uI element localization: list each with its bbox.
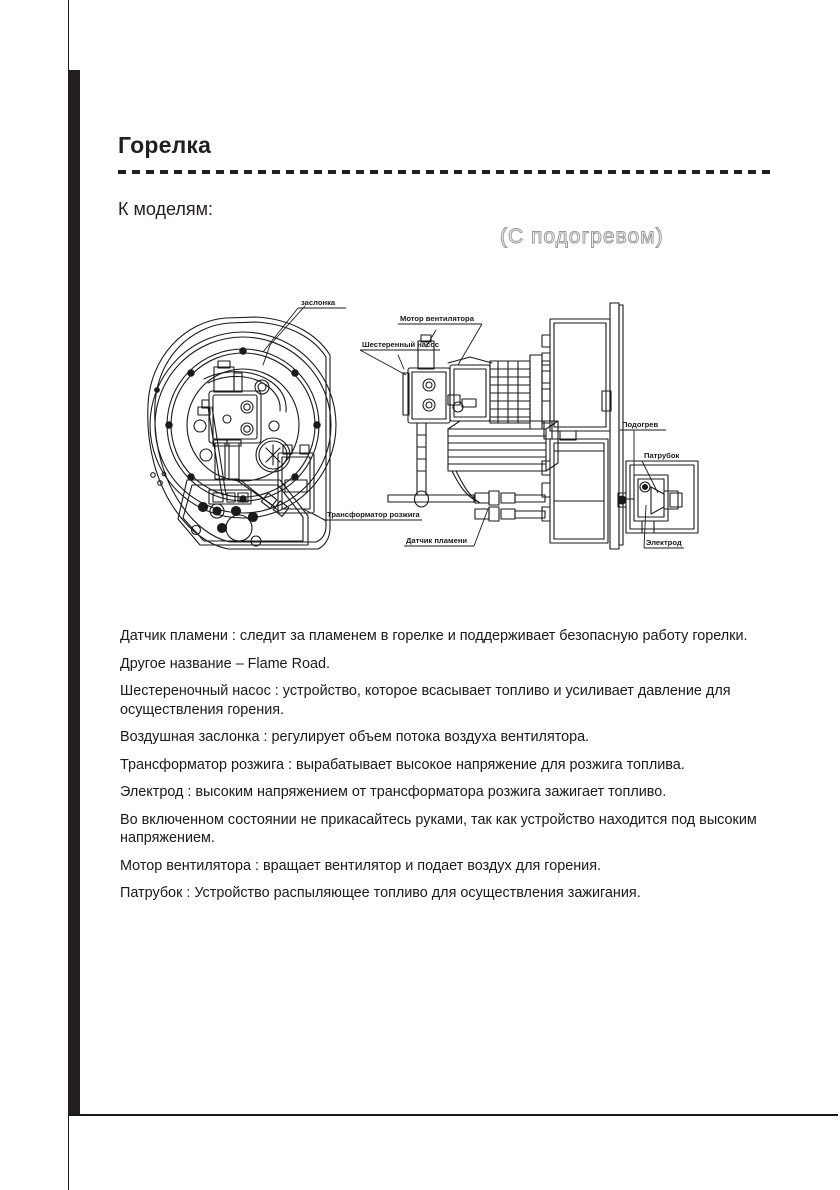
svg-text:Трансформатор розжига: Трансформатор розжига (327, 510, 421, 519)
description-paragraph: Патрубок : Устройство распыляющее топлив… (120, 885, 641, 901)
description-paragraph: Электрод : высоким напряжением от трансф… (120, 784, 667, 800)
description-paragraph: Шестереночный насос : устройство, которо… (120, 683, 731, 718)
description-paragraph: Трансформатор розжига : вырабатывает выс… (120, 756, 685, 773)
variant-note-outline-text: (С подогревом) (500, 225, 664, 249)
svg-text:заслонка: заслонка (301, 298, 336, 307)
models-subtitle: К моделям: (118, 199, 214, 219)
figure-label-ignition-transformer: Трансформатор розжига (302, 508, 422, 521)
svg-text:Шестеренный насос: Шестеренный насос (362, 340, 439, 349)
figure-label-preheater: Подогрев (620, 420, 666, 485)
page-left-black-bar (68, 70, 80, 1115)
svg-text:Патрубок: Патрубок (644, 451, 679, 460)
page-title: Горелка (118, 132, 212, 158)
burner-technical-diagram: заслонка Мотор вентилятора Шестеренный н… (130, 295, 710, 585)
description-paragraph: Во включенном состоянии не прикасайтесь … (120, 811, 757, 847)
description-list: Датчик пламени : следит за пламенем в го… (120, 627, 780, 912)
description-paragraph: Датчик пламени : следит за пламенем в го… (120, 628, 748, 644)
figure-label-damper: заслонка (262, 298, 346, 353)
figure-label-fan-motor: Мотор вентилятора (398, 314, 483, 366)
figure-label-nozzle: Патрубок (641, 451, 682, 494)
figure-label-gear-pump: Шестеренный насос (359, 340, 440, 376)
figure-label-electrode: Электрод (643, 504, 684, 549)
svg-text:Датчик пламени: Датчик пламени (406, 536, 467, 545)
description-paragraph: Мотор вентилятора : вращает вентилятор и… (120, 857, 601, 874)
description-paragraph: Воздушная заслонка : регулирует объем по… (120, 729, 590, 745)
svg-text:Мотор вентилятора: Мотор вентилятора (400, 314, 475, 323)
title-dashed-divider (118, 170, 775, 174)
figure-label-flame-sensor: Датчик пламени (404, 508, 489, 547)
description-paragraph: Другое название – Flame Road. (120, 655, 330, 672)
svg-text:Подогрев: Подогрев (622, 420, 658, 429)
svg-text:Электрод: Электрод (646, 538, 682, 547)
page-bottom-rule (68, 1114, 838, 1116)
